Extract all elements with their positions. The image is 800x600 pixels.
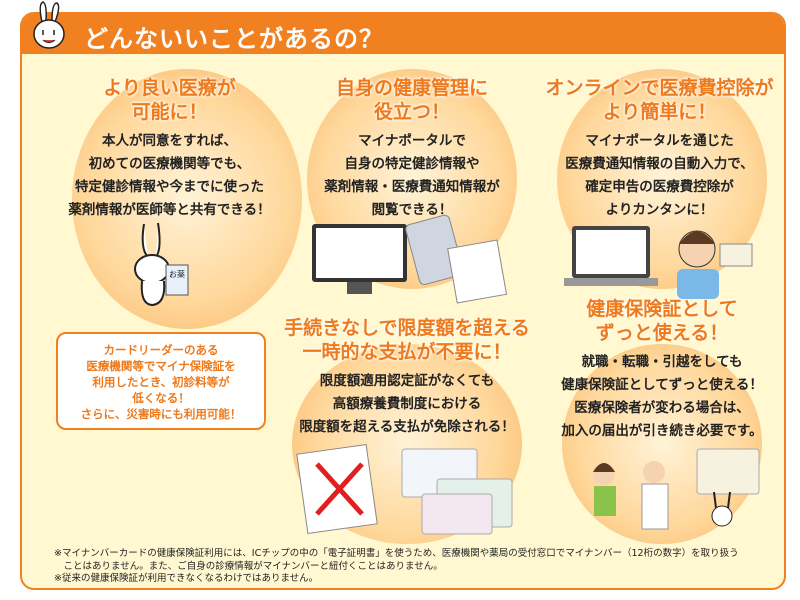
section-4-body: 限度額適用認定証がなくても高額療養費制度における限度額を超える支払が免除される！ [267,370,547,439]
heading-line: オンラインで医療費控除が [545,77,774,99]
section-3-heading: オンラインで医療費控除がより簡単に！ [532,76,784,124]
section-3: オンラインで医療費控除がより簡単に！ マイナポータルを通じた医療費通知情報の自動… [532,76,784,222]
body-line: 確定申告の医療費控除が [585,179,734,195]
callout-line: カードリーダーのある [103,343,219,357]
heading-line: ずっと使える！ [595,322,729,344]
heading-line: 健康保険証として [586,298,738,320]
body-line: 医療保険者が変わる場合は、 [574,400,750,416]
body-line: 高額療養費制度における [332,396,482,412]
section-2-heading: 自身の健康管理に役立つ！ [292,76,532,124]
section-2: 自身の健康管理に役立つ！ マイナポータルで自身の特定健診情報や薬剤情報・医療費通… [292,76,532,222]
footnote: ※マイナンバーカードの健康保険証利用には、ICチップの中の「電子証明書」を使うた… [54,548,739,559]
section-4: 手続きなしで限度額を超える一時的な支払が不要に！ 限度額適用認定証がなくても高額… [267,316,547,439]
section-1-body: 本人が同意をすれば、初めての医療機関等でも、特定健診情報や今までに使った薬剤情報… [42,130,297,222]
heading-line: 役立つ！ [373,101,450,123]
heading-line: 可能に！ [131,101,208,123]
heading-line: 一時的な支払が不要に！ [302,341,512,363]
callout-line: 利用したとき、初診料等が [92,375,230,389]
section-3-body: マイナポータルを通じた医療費通知情報の自動入力で、確定申告の医療費控除がよりカン… [532,130,784,222]
footnote: ことはありません。また、ご自身の診療情報がマイナンバーと紐付くことはありません。 [54,560,443,572]
section-5-body: 就職・転職・引越をしても健康保険証としてずっと使える！ 医療保険者が変わる場合は、… [542,351,782,443]
body-line: 特定健診情報や今までに使った [75,179,264,195]
section-1-heading: より良い医療が可能に！ [42,76,297,124]
callout-line: さらに、災害時にも利用可能！ [80,407,242,421]
footnote: ※従来の健康保険証が利用できなくなるわけではありません。 [54,573,319,584]
callout-line: 低くなる！ [132,391,190,405]
section-5: 健康保険証としてずっと使える！ 就職・転職・引越をしても健康保険証としてずっと使… [542,297,782,443]
monitor-and-medicine-illustration [312,214,508,304]
header-bar: どんないいことがあるの？ [22,14,784,54]
section-1: より良い医療が可能に！ 本人が同意をすれば、初めての医療機関等でも、特定健診情報… [42,76,297,222]
body-line: 閲覧できる！ [371,202,453,218]
info-panel: どんないいことがあるの？ より良い医療が可能に！ 本人が同意をすれば、初めての医… [20,12,786,590]
heading-line: 自身の健康管理に [335,77,488,99]
heading-line: より良い医療が [103,77,236,99]
page-title: どんないいことがあるの？ [84,25,384,53]
card-label: お薬 [169,269,185,279]
heading-line: より簡単に！ [602,101,717,123]
body-line: 薬剤情報が医師等と共有できる！ [68,202,271,218]
doctor-patient-illustration [593,448,760,530]
laptop-person-illustration [564,226,753,299]
body-line: 医療費通知情報の自動入力で、 [565,156,754,172]
rabbit-mascot-icon [33,1,65,49]
body-line: 初めての医療機関等でも、 [88,156,251,172]
body-line: マイナポータルを通じた [585,133,734,149]
documents-and-cards-illustration [296,443,513,535]
section-4-heading: 手続きなしで限度額を超える一時的な支払が不要に！ [267,316,547,364]
reader-benefit-callout: カードリーダーのある 医療機関等でマイナ保険証を 利用したとき、初診料等が 低く… [56,332,266,430]
heading-line: 手続きなしで限度額を超える [284,317,530,339]
footnotes: ※マイナンバーカードの健康保険証利用には、ICチップの中の「電子証明書」を使うた… [54,548,739,586]
body-line: 薬剤情報・医療費通知情報が [324,179,500,195]
body-line: 限度額を超える支払が免除される！ [299,419,515,435]
section-5-heading: 健康保険証としてずっと使える！ [542,297,782,345]
body-line: 本人が同意をすれば、 [102,133,237,149]
section-2-body: マイナポータルで自身の特定健診情報や薬剤情報・医療費通知情報が閲覧できる！ [292,130,532,222]
body-line: 加入の届出が引き続き必要です。 [561,423,763,439]
body-line: マイナポータルで [358,133,466,149]
body-line: よりカンタンに！ [605,202,714,218]
body-line: 自身の特定健診情報や [344,156,480,172]
body-line: 就職・転職・引越をしても [581,354,743,370]
body-line: 健康保険証としてずっと使える！ [561,377,763,393]
rabbit-with-card-illustration: お薬 [134,222,189,307]
body-line: 限度額適用認定証がなくても [319,373,495,389]
callout-line: 医療機関等でマイナ保険証を [86,359,236,373]
